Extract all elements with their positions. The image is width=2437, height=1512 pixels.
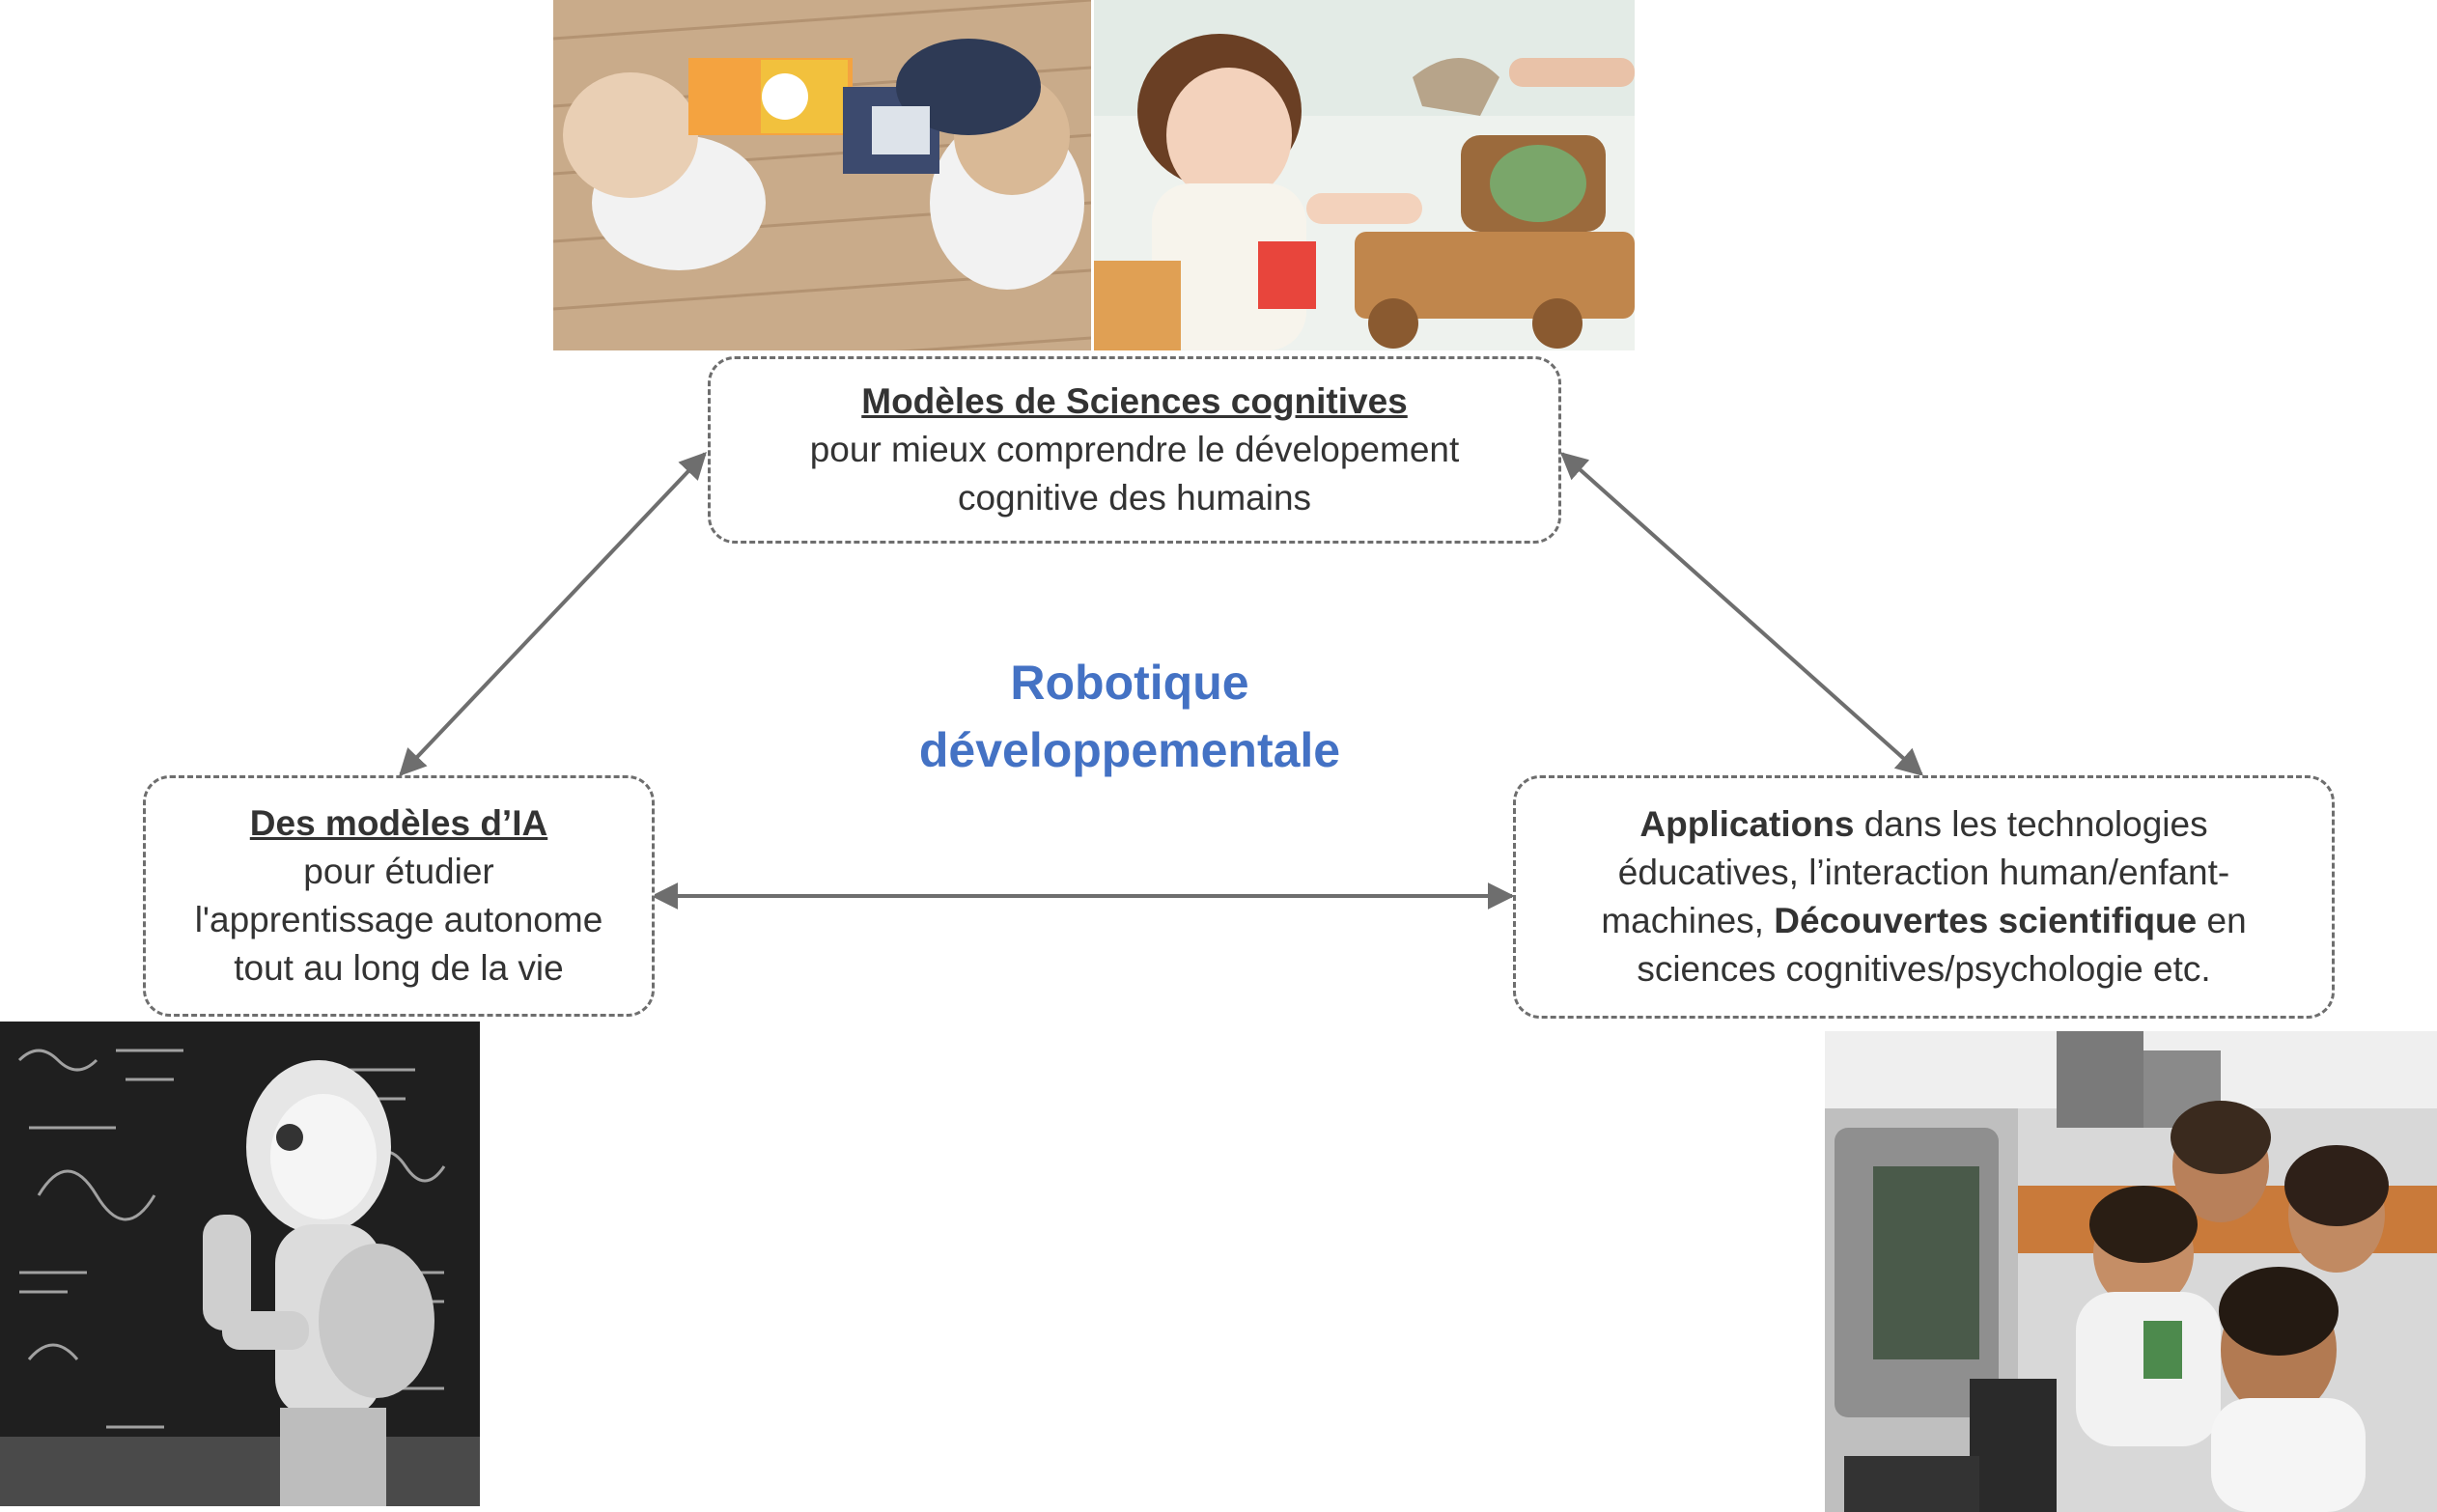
cognitive-science-line1: pour mieux comprendre le dévelopement <box>809 430 1460 469</box>
discoveries-bold: Découvertes scientifique <box>1774 901 2198 940</box>
ai-models-line1: pour étudier <box>303 852 494 891</box>
children-at-computers-photo <box>1825 1031 2437 1512</box>
ai-models-box: Des modèles d’IA pour étudier l'apprenti… <box>143 775 655 1017</box>
arrow-left-to-top <box>399 451 707 777</box>
ai-models-title: Des modèles d’IA <box>249 803 548 843</box>
applications-box: Applications dans les technologies éduca… <box>1513 775 2335 1019</box>
arrow-top-to-right <box>1559 452 1924 776</box>
applications-line4: sciences cognitives/psychologie etc. <box>1637 949 2211 989</box>
central-title: Robotique développementale <box>830 649 1429 784</box>
applications-text3b: en <box>2197 901 2247 940</box>
applications-text1: dans les technologies <box>1854 804 2208 844</box>
cognitive-science-box: Modèles de Sciences cognitives pour mieu… <box>708 356 1561 544</box>
cognitive-science-line2: cognitive des humains <box>957 478 1312 518</box>
applications-bold: Applications <box>1639 804 1855 844</box>
babies-playing-photo <box>553 0 1091 350</box>
ai-models-line2: l'apprentissage autonome <box>194 900 603 939</box>
central-title-line2: développementale <box>918 723 1341 777</box>
child-playing-toys-photo <box>1094 0 1635 350</box>
cognitive-science-title: Modèles de Sciences cognitives <box>861 381 1408 421</box>
applications-line1: Applications dans les technologies <box>1639 800 2207 849</box>
applications-text3a: machines, <box>1601 901 1775 940</box>
central-title-line1: Robotique <box>1010 656 1249 710</box>
ai-models-line3: tout au long de la vie <box>234 948 564 988</box>
applications-line2: éducatives, l’interaction human/enfant- <box>1617 853 2230 892</box>
robot-thinking-blackboard-photo <box>0 1022 480 1506</box>
applications-line3: machines, Découvertes scientifique en <box>1601 897 2246 945</box>
